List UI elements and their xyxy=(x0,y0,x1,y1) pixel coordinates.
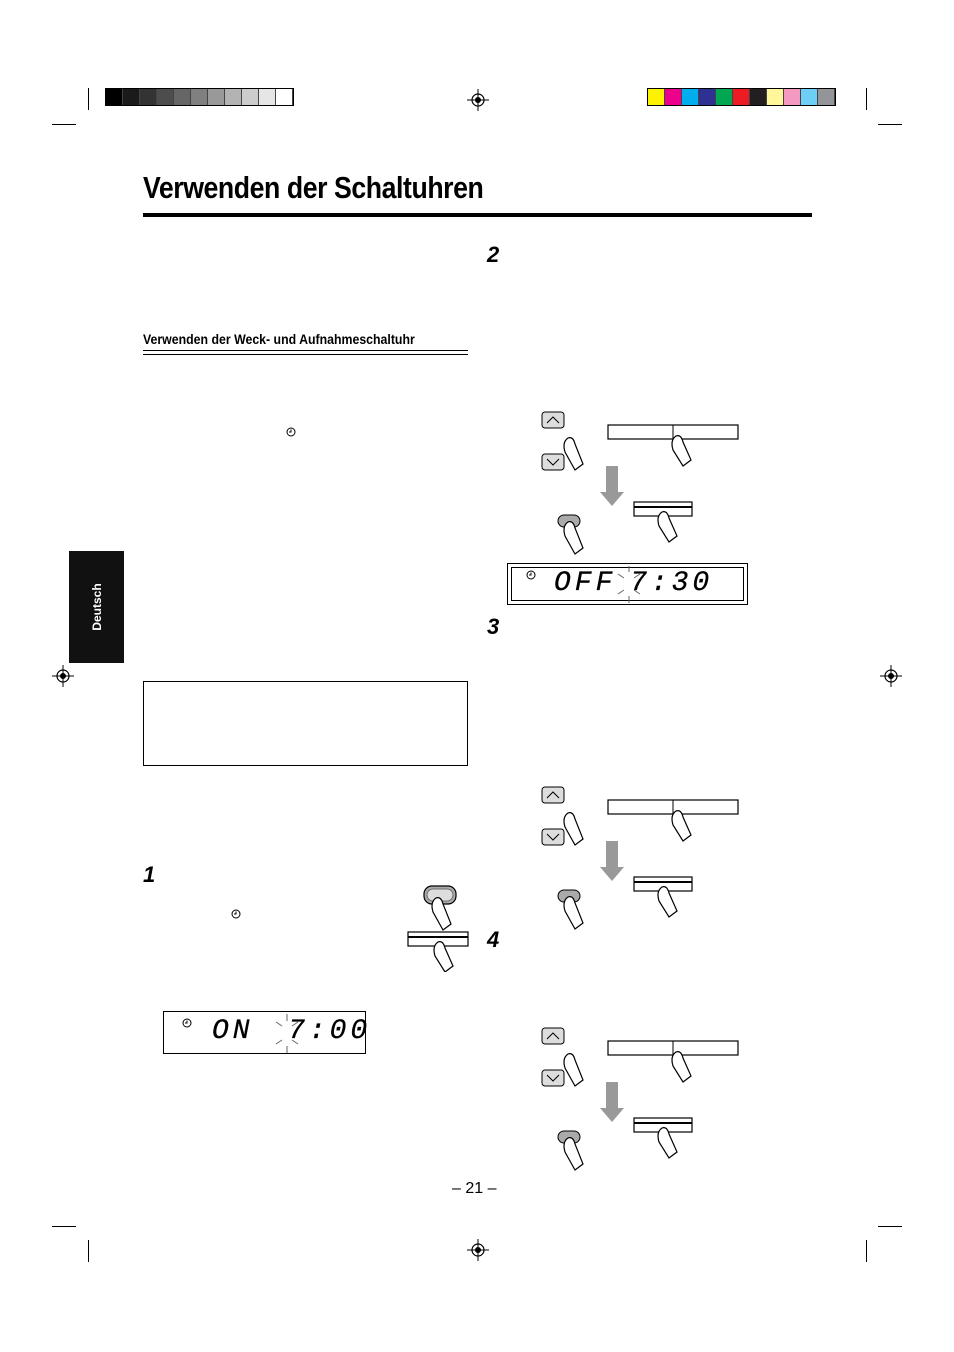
registration-target-icon xyxy=(880,665,902,687)
crop-mark xyxy=(866,1240,867,1262)
color-swatch xyxy=(648,89,665,105)
crop-mark xyxy=(878,124,902,125)
grayscale-calibration-bar xyxy=(105,88,294,106)
grayscale-swatch xyxy=(191,89,208,105)
color-swatch xyxy=(767,89,784,105)
blink-indicator-icon xyxy=(275,1014,299,1053)
subheading-rule xyxy=(143,354,468,355)
color-calibration-bar xyxy=(647,88,836,106)
step-number: 4 xyxy=(487,927,500,952)
display-time: 7:00 xyxy=(288,1016,372,1047)
color-swatch xyxy=(818,89,835,105)
step-number: 2 xyxy=(487,242,500,267)
subheading-rule xyxy=(143,350,468,351)
display-time: 7:30 xyxy=(630,568,714,599)
note-box xyxy=(143,681,468,766)
display-mode: ON xyxy=(212,1016,254,1047)
grayscale-swatch xyxy=(242,89,259,105)
up-down-button-press-illustration xyxy=(541,786,739,930)
color-swatch xyxy=(682,89,699,105)
page-title: Verwenden der Schaltuhren xyxy=(143,170,484,205)
lcd-display: OFF 7:30 xyxy=(507,563,748,605)
language-side-tab: Deutsch xyxy=(69,551,124,663)
clock-icon xyxy=(182,1018,192,1028)
crop-mark xyxy=(88,88,89,110)
registration-target-icon xyxy=(467,1239,489,1261)
grayscale-swatch xyxy=(174,89,191,105)
grayscale-swatch xyxy=(225,89,242,105)
color-swatch xyxy=(733,89,750,105)
display-inner-frame xyxy=(511,567,744,601)
grayscale-swatch xyxy=(123,89,140,105)
grayscale-swatch xyxy=(259,89,276,105)
crop-mark xyxy=(52,1226,76,1227)
display-mode: OFF xyxy=(554,568,617,599)
grayscale-swatch xyxy=(140,89,157,105)
clock-icon xyxy=(286,427,296,437)
color-swatch xyxy=(716,89,733,105)
grayscale-swatch xyxy=(106,89,123,105)
registration-target-icon xyxy=(52,665,74,687)
step-number: 1 xyxy=(143,862,156,887)
clock-icon xyxy=(231,909,241,919)
step-number: 3 xyxy=(487,614,500,639)
timer-button-press-illustration xyxy=(407,885,469,972)
blink-indicator-icon xyxy=(617,566,641,603)
crop-mark xyxy=(88,1240,89,1262)
registration-target-icon xyxy=(467,89,489,111)
color-swatch xyxy=(699,89,716,105)
color-swatch xyxy=(750,89,767,105)
title-rule xyxy=(143,213,812,217)
up-down-button-press-illustration xyxy=(541,411,739,555)
crop-mark xyxy=(866,88,867,110)
up-down-button-press-illustration xyxy=(541,1027,739,1171)
color-swatch xyxy=(784,89,801,105)
crop-mark xyxy=(52,124,76,125)
grayscale-swatch xyxy=(157,89,174,105)
language-label: Deutsch xyxy=(89,583,104,631)
grayscale-swatch xyxy=(276,89,293,105)
color-swatch xyxy=(665,89,682,105)
lcd-display: ON 7:00 xyxy=(163,1011,367,1054)
page-number: – 21 – xyxy=(452,1180,497,1197)
crop-mark xyxy=(878,1226,902,1227)
grayscale-swatch xyxy=(208,89,225,105)
section-subheading: Verwenden der Weck- und Aufnahmeschaltuh… xyxy=(143,331,415,347)
clock-icon xyxy=(526,570,536,580)
color-swatch xyxy=(801,89,818,105)
